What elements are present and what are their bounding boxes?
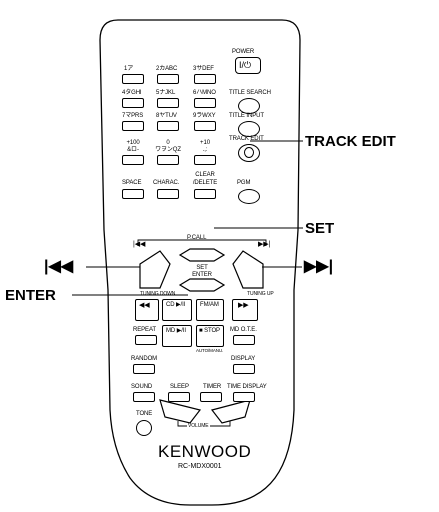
enter-button[interactable]: [180, 279, 224, 291]
random-button[interactable]: [133, 364, 155, 374]
display-button[interactable]: [233, 364, 255, 374]
enter-key-label: ENTER: [192, 272, 212, 278]
key-8-button[interactable]: [157, 121, 179, 131]
cd-play-pause-button[interactable]: CD ▶/II: [162, 299, 192, 321]
md-ote-label: MD O.T.E.: [230, 327, 257, 333]
volume-up-button[interactable]: [212, 400, 250, 423]
sound-button[interactable]: [133, 392, 155, 402]
rewind-button[interactable]: ◀◀: [135, 299, 159, 321]
repeat-label: REPEAT: [133, 327, 156, 333]
callout-enter: ENTER: [5, 287, 56, 304]
tone-button[interactable]: [136, 420, 152, 436]
rewind-icon: ◀◀: [139, 302, 150, 309]
key-1-label: 1ア: [124, 66, 134, 72]
space-label: SPACE: [122, 180, 142, 186]
track-edit-key-label: TRACK EDIT: [229, 136, 264, 142]
stop-label: ■ STOP: [199, 328, 220, 334]
pcall-next-icon: ▶▶|: [258, 241, 271, 248]
pcall-prev-icon: |◀◀: [133, 241, 146, 248]
tuning-up-button[interactable]: [233, 251, 263, 288]
key-1-button[interactable]: [122, 74, 144, 84]
key-4-label: 4タGHI: [122, 90, 142, 96]
delete-label: /DELETE: [192, 180, 218, 186]
key-0-sub-label: ワヲンQZ: [155, 147, 181, 153]
pgm-label: PGM: [237, 180, 251, 186]
key-plus10-button[interactable]: [194, 155, 216, 165]
timer-button[interactable]: [200, 392, 222, 402]
pgm-button[interactable]: [238, 189, 260, 204]
key-9-label: 9ラWXY: [193, 113, 216, 119]
time-display-button[interactable]: [233, 392, 255, 402]
md-ote-button[interactable]: [233, 335, 255, 345]
key-0-button[interactable]: [157, 155, 179, 165]
time-display-label: TIME DISPLAY: [227, 384, 267, 390]
sleep-button[interactable]: [168, 392, 190, 402]
md-play-pause-label: MD ▶/II: [166, 328, 186, 334]
auto-manu-label: AUTO/MANU.: [196, 348, 224, 353]
fm-am-label: FM/AM: [200, 302, 219, 308]
key-plus10-label: +10: [200, 140, 210, 146]
sleep-label: SLEEP: [170, 384, 189, 390]
clear-delete-button[interactable]: [194, 189, 216, 199]
key-0-label: 0: [166, 140, 170, 146]
fm-am-button[interactable]: FM/AM: [196, 299, 224, 321]
tuning-up-label: TUNING UP: [247, 291, 274, 297]
repeat-button[interactable]: [135, 335, 157, 345]
volume-down-button[interactable]: [160, 400, 200, 423]
fast-forward-icon: ▶▶: [238, 302, 249, 309]
tuning-down-button[interactable]: [140, 251, 170, 288]
title-search-button[interactable]: [238, 98, 260, 114]
display-label: DISPLAY: [231, 356, 256, 362]
random-label: RANDOM: [131, 356, 158, 362]
charac-button[interactable]: [157, 189, 179, 199]
key-8-label: 8ヤTUV: [156, 113, 177, 119]
key-2-button[interactable]: [157, 74, 179, 84]
sound-label: SOUND: [131, 384, 153, 390]
power-label: POWER: [232, 49, 255, 55]
title-input-label: TITLE INPUT: [229, 113, 264, 119]
stop-button[interactable]: ■ STOP: [196, 325, 224, 347]
key-6-button[interactable]: [194, 98, 216, 108]
set-button[interactable]: [180, 249, 224, 261]
key-3-button[interactable]: [194, 74, 216, 84]
callout-previous-icon: |◀◀: [44, 258, 74, 275]
pcall-label: P.CALL: [187, 235, 207, 241]
volume-label: VOLUME: [187, 423, 210, 429]
key-6-label: 6ハMNO: [193, 90, 216, 96]
fast-forward-button[interactable]: ▶▶: [232, 299, 258, 321]
tuning-down-label: TUNING DOWN: [140, 291, 176, 297]
timer-label: TIMER: [203, 384, 222, 390]
cd-play-pause-label: CD ▶/II: [166, 302, 186, 308]
set-key-label: SET: [196, 265, 208, 271]
key-5-button[interactable]: [157, 98, 179, 108]
callout-track-edit: TRACK EDIT: [305, 133, 396, 150]
clear-label: CLEAR: [195, 172, 215, 178]
power-button[interactable]: I/⏻: [235, 57, 261, 74]
key-7-label: 7マPRS: [122, 113, 144, 119]
key-plus100-sub-label: &ロ-: [127, 147, 139, 153]
callout-set: SET: [305, 220, 335, 237]
charac-label: CHARAC.: [153, 180, 180, 186]
title-search-label: TITLE SEARCH: [229, 90, 271, 96]
key-plus100-label: +100: [126, 140, 140, 146]
key-plus10-sub-label: .,:: [202, 147, 208, 153]
key-9-button[interactable]: [194, 121, 216, 131]
key-3-label: 3サDEF: [193, 66, 214, 72]
key-plus100-button[interactable]: [122, 155, 144, 165]
key-4-button[interactable]: [122, 98, 144, 108]
space-button[interactable]: [122, 189, 144, 199]
tone-label: TONE: [136, 411, 153, 417]
title-input-button[interactable]: [238, 121, 260, 137]
key-7-button[interactable]: [122, 121, 144, 131]
model-label: RC-MDX0001: [178, 463, 222, 470]
key-5-label: 5ナJKL: [156, 90, 176, 96]
power-button-label: I/⏻: [239, 60, 252, 70]
key-2-label: 2カABC: [156, 66, 178, 72]
track-edit-button[interactable]: [238, 144, 260, 162]
brand-logo: KENWOOD: [158, 442, 252, 461]
callout-next-icon: ▶▶|: [304, 258, 334, 275]
md-play-pause-button[interactable]: MD ▶/II: [162, 325, 192, 347]
